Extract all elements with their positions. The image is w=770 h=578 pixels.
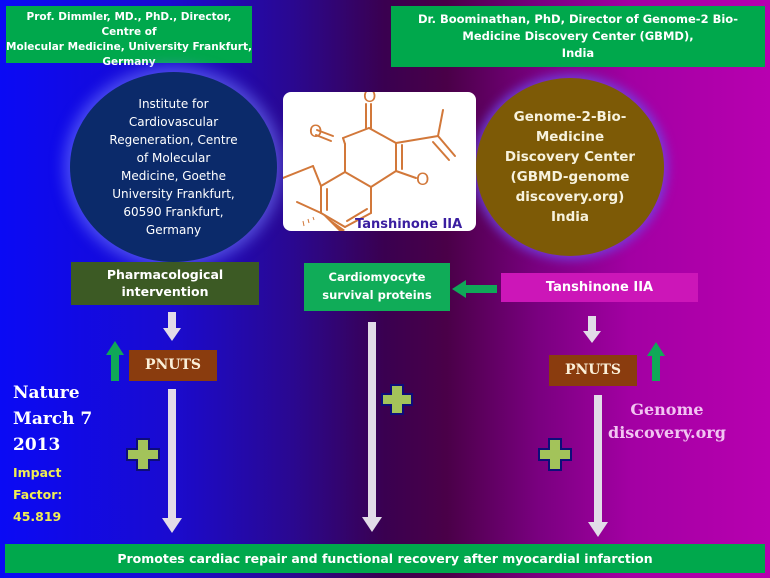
circle-right-line: discovery.org) — [515, 189, 625, 205]
pnuts-box-left: PNUTS — [129, 350, 217, 381]
circle-left-line: Institute for — [138, 97, 209, 111]
circle-left-line: Medicine, Goethe — [121, 169, 226, 183]
circle-right-line: (GBMD-genome — [510, 169, 630, 185]
cardiomyocyte-survival-box: Cardiomyocyte survival proteins — [304, 263, 450, 311]
cardio-line1: Cardiomyocyte — [328, 270, 426, 284]
publication-year: 2013 — [13, 435, 61, 455]
circle-left-line: 60590 Frankfurt, — [123, 205, 224, 219]
circle-right-line: Medicine — [535, 129, 605, 145]
publication-date: March 7 — [13, 409, 93, 429]
journal-name: Nature — [13, 383, 80, 403]
circle-right-line: India — [550, 209, 590, 225]
tanshinone-box: Tanshinone IIA — [501, 273, 698, 302]
circle-right-line: Discovery Center — [504, 149, 636, 165]
nature-citation: Nature March 7 2013 — [13, 380, 92, 458]
molecule-structure-card: O O O — [282, 87, 476, 233]
gbmd-center-circle: Genome-2-Bio- Medicine Discovery Center … — [476, 78, 664, 256]
down-arrow-icon — [583, 316, 601, 343]
left-arrow-icon — [452, 280, 497, 298]
genome-line2: discovery.org — [608, 423, 726, 442]
molecule-name: Tanshinone IIA — [355, 217, 463, 232]
circle-left-line: Regeneration, Centre — [109, 133, 238, 147]
header-dimmler-line2: Molecular Medicine, University Frankfurt… — [6, 41, 252, 53]
down-arrow-icon — [362, 322, 382, 532]
genome-line1: Genome — [630, 400, 704, 419]
header-dimmler: Prof. Dimmler, MD., PhD., Director, Cent… — [6, 6, 252, 68]
header-boominathan-line2: Medicine Discovery Center (GBMD), — [462, 29, 694, 43]
circle-right-line: Genome-2-Bio- — [513, 109, 627, 125]
down-arrow-icon — [163, 312, 181, 341]
up-arrow-icon — [647, 342, 665, 381]
plus-icon — [128, 440, 158, 469]
impact-value: 45.819 — [13, 509, 62, 524]
circle-left-line: Cardiovascular — [128, 115, 219, 129]
header-boominathan-line1: Dr. Boominathan, PhD, Director of Genome… — [418, 12, 738, 26]
pharm-line2: intervention — [121, 284, 209, 299]
pharm-line1: Pharmacological — [106, 267, 224, 282]
cardio-line2: survival proteins — [322, 288, 432, 302]
down-arrow-icon — [588, 395, 608, 537]
footer-conclusion: Promotes cardiac repair and functional r… — [5, 544, 765, 573]
header-boominathan: Dr. Boominathan, PhD, Director of Genome… — [391, 6, 765, 67]
impact-label: Impact — [13, 465, 62, 480]
genome-discovery-label: Genome discovery.org — [608, 398, 726, 444]
pnuts-box-right: PNUTS — [549, 355, 637, 386]
oxygen-label: O — [416, 170, 429, 190]
circle-left-line: of Molecular — [136, 151, 211, 165]
frankfurt-institute-circle: Institute for Cardiovascular Regeneratio… — [70, 72, 277, 262]
plus-icon — [383, 386, 411, 413]
header-boominathan-line3: India — [561, 46, 595, 60]
down-arrow-icon — [162, 389, 182, 533]
oxygen-label: O — [309, 122, 322, 142]
oxygen-label: O — [363, 92, 376, 107]
factor-label: Factor: — [13, 487, 63, 502]
header-dimmler-line1: Prof. Dimmler, MD., PhD., Director, Cent… — [26, 11, 232, 38]
up-arrow-icon — [106, 341, 124, 381]
circle-left-line: Germany — [145, 223, 202, 237]
pharmacological-intervention-box: Pharmacological intervention — [71, 262, 259, 305]
plus-icon — [540, 440, 570, 469]
impact-factor: Impact Factor: 45.819 — [13, 462, 62, 528]
tanshinone-structure-icon: O O O — [282, 87, 456, 233]
circle-left-line: University Frankfurt, — [112, 187, 235, 201]
header-dimmler-line3: Germany — [102, 56, 156, 68]
